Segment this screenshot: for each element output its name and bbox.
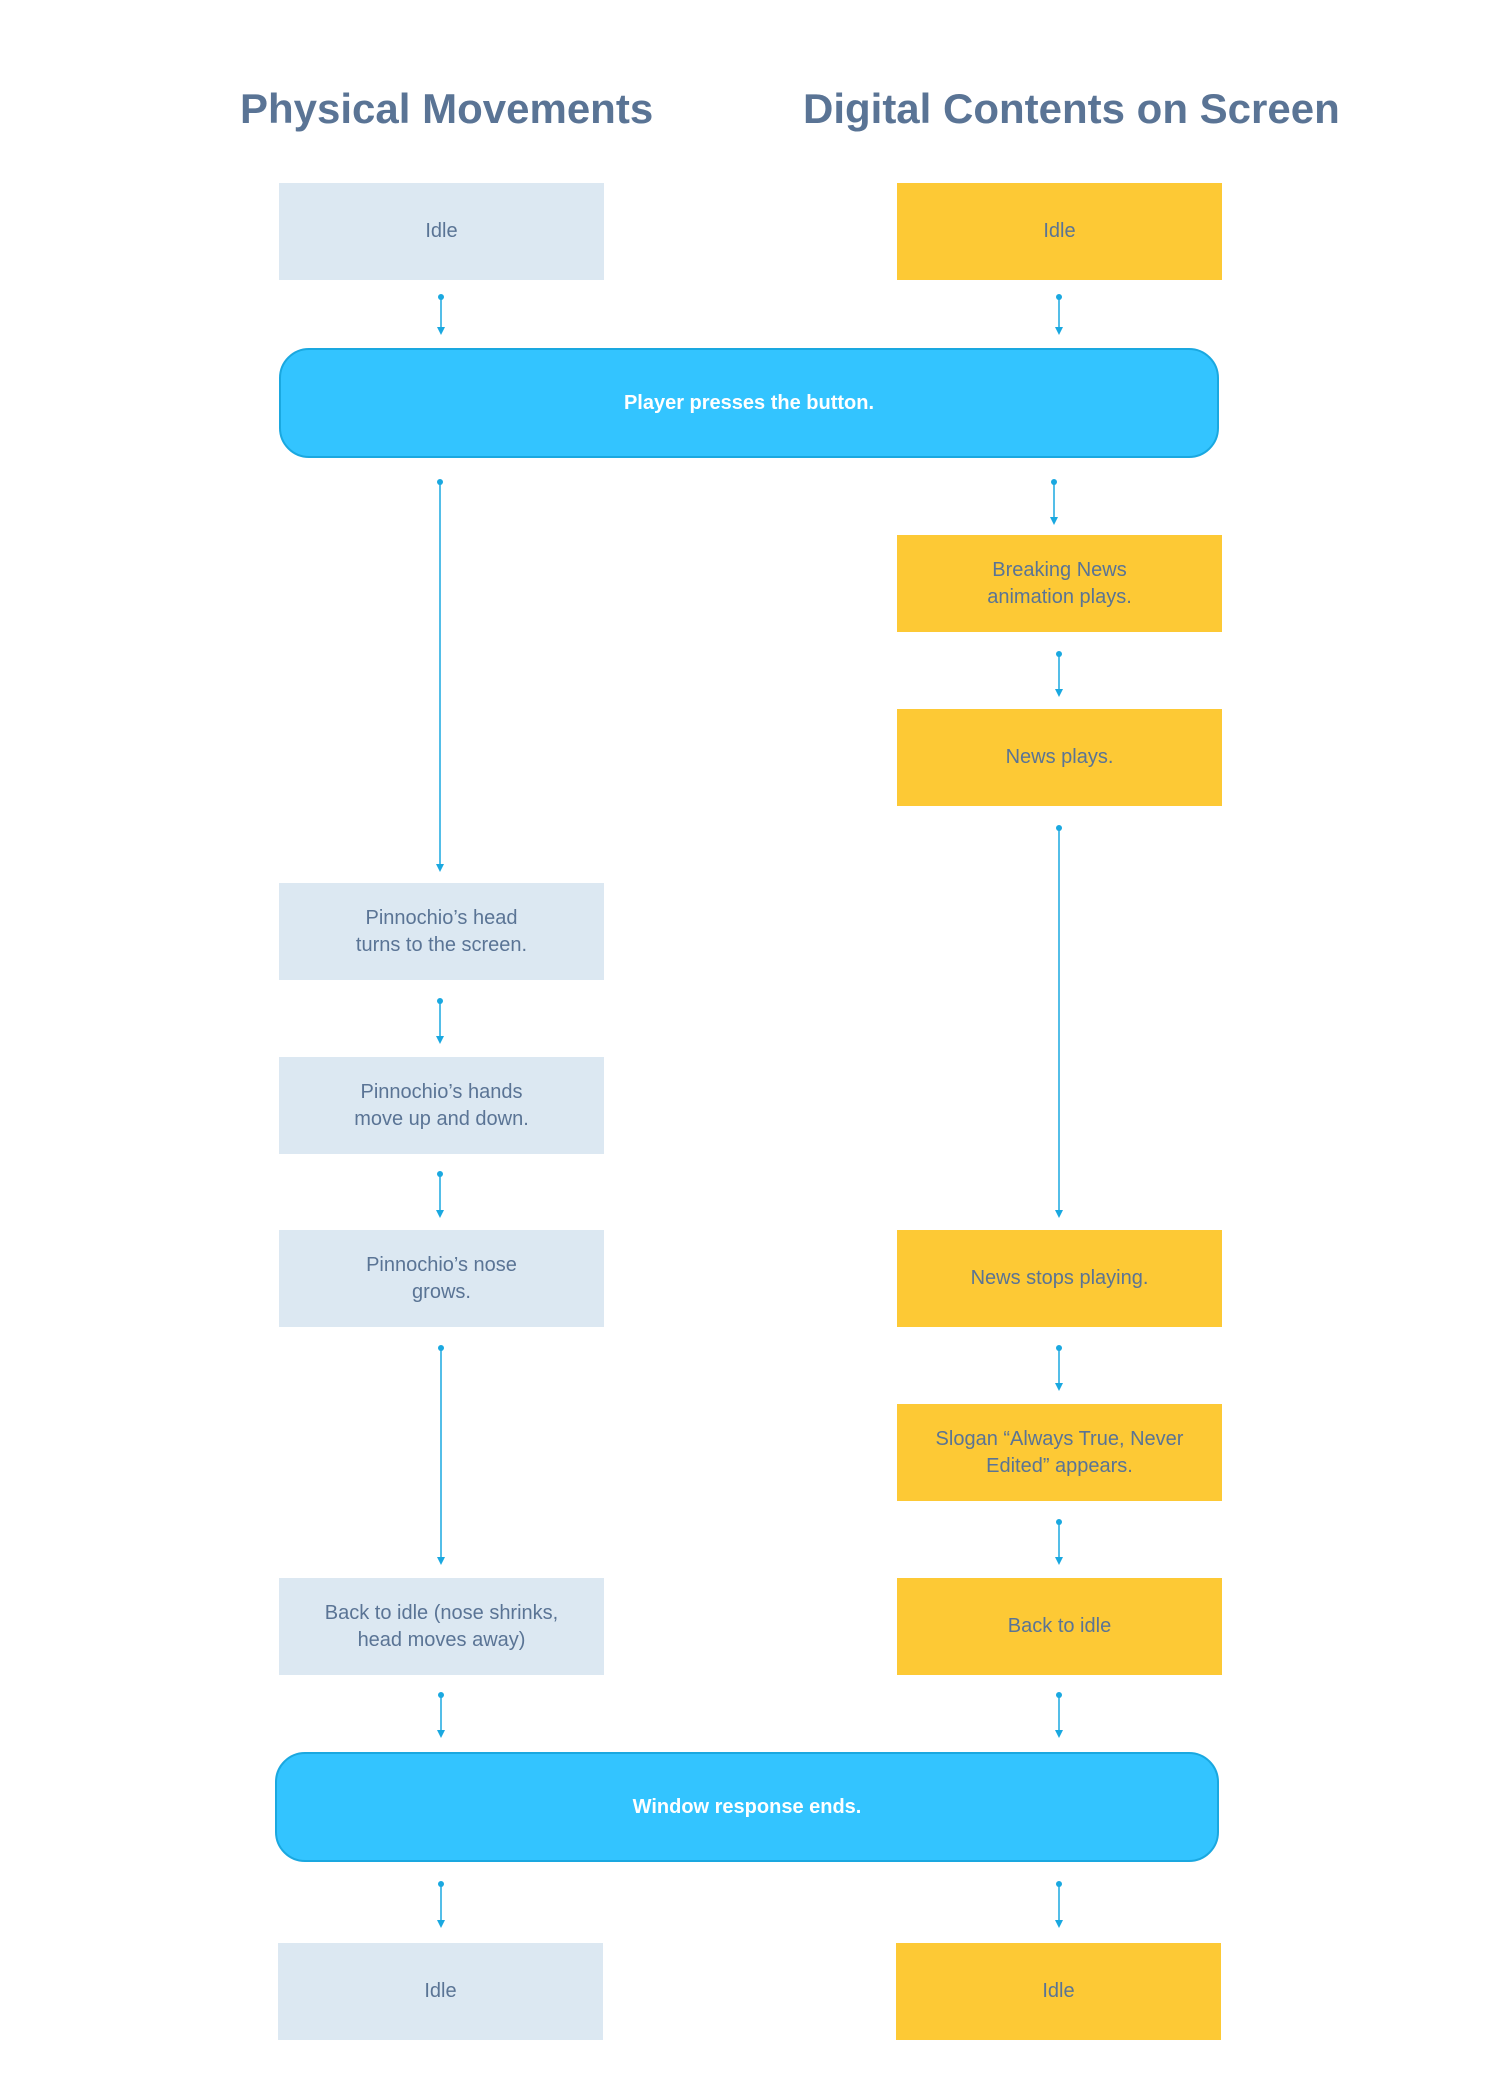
physical-hands-move: Pinnochio’s hands move up and down. [279, 1057, 604, 1154]
physical-head-turns: Pinnochio’s head turns to the screen. [279, 883, 604, 980]
digital-slogan-appears: Slogan “Always True, Never Edited” appea… [897, 1404, 1222, 1501]
physical-nose-grows: Pinnochio’s nose grows. [279, 1230, 604, 1327]
connector-end-to-d-idle [1055, 1881, 1063, 1928]
digital-news-plays: News plays. [897, 709, 1222, 806]
connector-d-idle-to-press [1055, 294, 1063, 335]
window-response-ends-event: Window response ends. [275, 1752, 1219, 1862]
connector-p-idle-to-press [437, 294, 445, 335]
connector-head-to-hands [436, 998, 444, 1044]
connector-p-back-to-end [437, 1692, 445, 1738]
connector-nose-to-back [437, 1345, 445, 1565]
connector-hands-to-nose [436, 1171, 444, 1218]
physical-back-to-idle: Back to idle (nose shrinks, head moves a… [279, 1578, 604, 1675]
physical-idle-start: Idle [279, 183, 604, 280]
connector-stops-to-slogan [1055, 1345, 1063, 1391]
digital-breaking-news: Breaking News animation plays. [897, 535, 1222, 632]
connector-d-back-to-end [1055, 1692, 1063, 1738]
connector-end-to-p-idle [437, 1881, 445, 1928]
digital-idle-start: Idle [897, 183, 1222, 280]
physical-idle-end: Idle [278, 1943, 603, 2040]
digital-idle-end: Idle [896, 1943, 1221, 2040]
player-presses-button-event: Player presses the button. [279, 348, 1219, 458]
physical-movements-heading: Physical Movements [240, 85, 654, 132]
digital-contents-heading: Digital Contents on Screen [803, 85, 1340, 132]
connector-slogan-to-back [1055, 1519, 1063, 1565]
digital-news-stops: News stops playing. [897, 1230, 1222, 1327]
connector-press-to-breaking [1050, 479, 1058, 525]
digital-back-to-idle: Back to idle [897, 1578, 1222, 1675]
connector-press-to-head [436, 479, 444, 872]
connector-breaking-to-news [1055, 651, 1063, 697]
connector-news-to-stops [1055, 825, 1063, 1218]
